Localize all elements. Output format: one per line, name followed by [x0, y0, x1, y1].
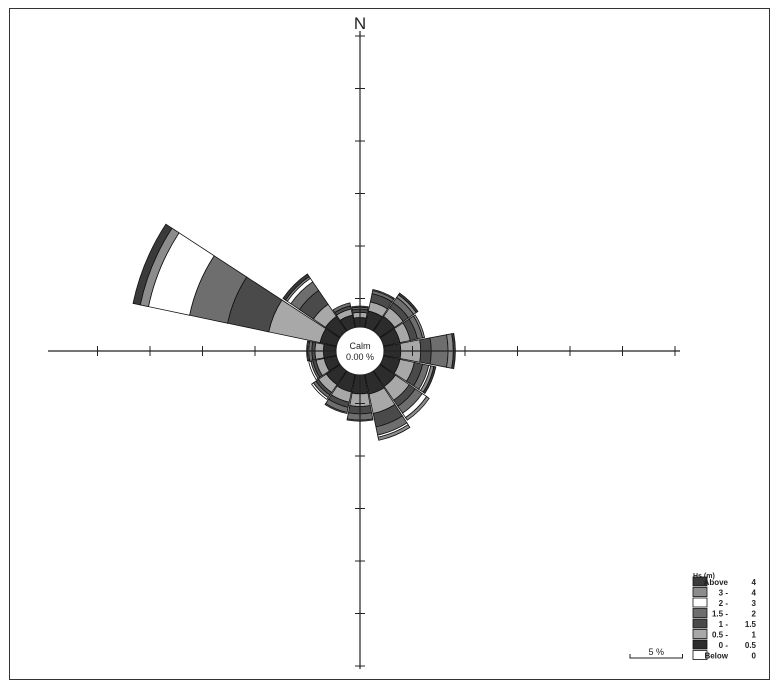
legend-label-0: Above — [704, 578, 729, 587]
calm-label: Calm — [349, 341, 370, 351]
calm-circle — [335, 326, 385, 376]
legend-swatch-3 — [692, 608, 708, 618]
sector-2-bin-6 — [397, 292, 419, 314]
legend-range-3: 2 — [752, 610, 757, 619]
sector-10-bin-4 — [311, 382, 329, 400]
sector-7-bin-5 — [377, 424, 411, 441]
legend-label-5: 0.5 - — [712, 631, 728, 640]
sector-3-bin-5 — [412, 314, 426, 339]
legend-label-4: 1 - — [719, 620, 729, 629]
legend-label-1: 3 - — [719, 589, 729, 598]
legend-swatch-5 — [692, 629, 708, 639]
sector-8-bin-5 — [346, 418, 374, 422]
scale-label: 5 % — [648, 647, 664, 657]
scale-bar: 5 % — [629, 647, 683, 659]
legend-range-4: 1.5 — [745, 620, 757, 629]
sector-5-bin-6 — [422, 366, 437, 394]
scale-bar-line — [629, 654, 683, 659]
legend-swatch-4 — [692, 618, 708, 629]
legend-range-5: 1 — [752, 631, 757, 640]
legend-range-2: 3 — [752, 599, 757, 608]
legend-swatch-7 — [692, 650, 708, 660]
legend-range-6: 0.5 — [745, 641, 757, 650]
sectors-group — [132, 223, 456, 441]
sector-13-bin-6 — [132, 223, 173, 306]
legend-label-3: 1.5 - — [712, 610, 728, 619]
sector-6-bin-5 — [404, 395, 430, 421]
legend-label-2: 2 - — [719, 599, 729, 608]
sector-9-bin-4 — [324, 403, 348, 415]
legend-label-7: Below — [704, 652, 728, 661]
sector-1-bin-5 — [372, 289, 395, 300]
sector-14-bin-6 — [282, 273, 310, 301]
north-label: N — [354, 14, 366, 33]
wind-rose-chart: Calm 0.00 % N Hs (m) Above 4 3 - 4 2 - 3 1.5 -… — [48, 14, 757, 669]
chart-frame: Calm 0.00 % N Hs (m) Above 4 3 - 4 2 - 3 1.5 -… — [9, 8, 770, 680]
legend-range-0: 4 — [752, 578, 757, 587]
legend-label-6: 0 - — [719, 641, 729, 650]
sector-11-bin-4 — [308, 360, 319, 381]
legend-title: Hs (m) — [693, 573, 715, 580]
legend-swatch-2 — [692, 597, 708, 608]
legend-swatch-6 — [692, 639, 708, 650]
legend-range-1: 4 — [752, 589, 757, 598]
calm-value: 0.00 % — [346, 352, 374, 362]
legend-range-7: 0 — [752, 652, 757, 661]
legend-swatch-0 — [692, 576, 708, 587]
legend-swatch-1 — [692, 587, 708, 597]
sector-15-bin-3 — [332, 302, 352, 313]
